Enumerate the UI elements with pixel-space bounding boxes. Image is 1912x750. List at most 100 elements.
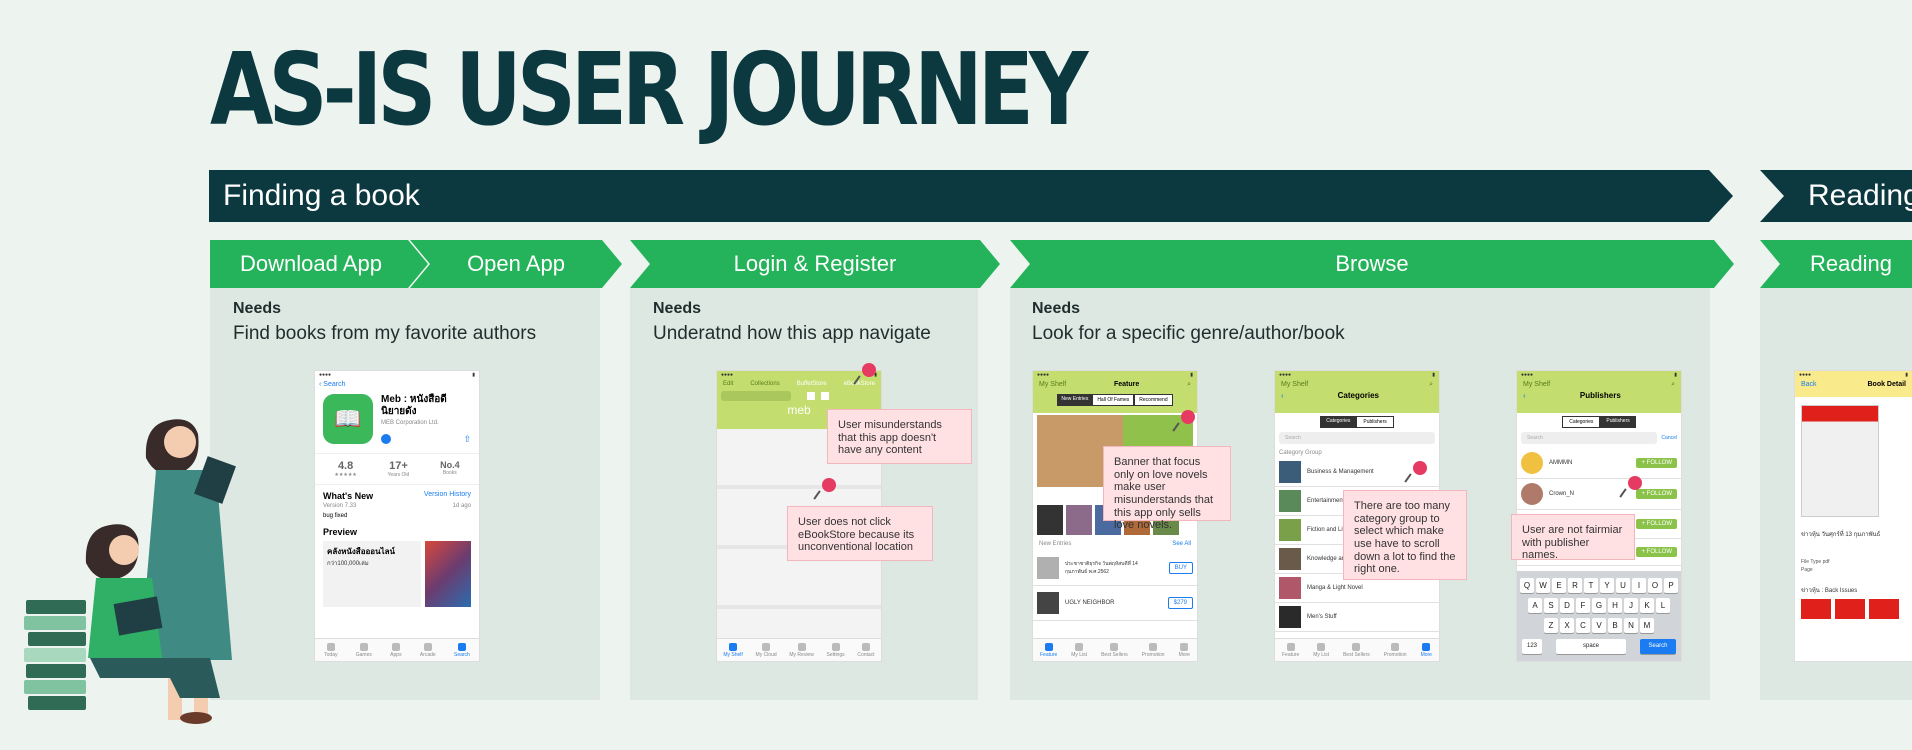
segment-categories[interactable]: Categories xyxy=(1562,416,1601,428)
search-icon[interactable]: ⌕ xyxy=(1187,381,1191,388)
back-icon[interactable]: ‹ xyxy=(1281,391,1284,400)
follow-button[interactable]: + FOLLOW xyxy=(1636,489,1677,499)
my-shelf-button[interactable]: My Shelf xyxy=(1523,381,1551,388)
follow-button[interactable]: + FOLLOW xyxy=(1636,458,1677,468)
key-l[interactable]: L xyxy=(1656,598,1670,613)
key-t[interactable]: T xyxy=(1584,578,1598,593)
key-s[interactable]: S xyxy=(1544,598,1558,613)
get-button[interactable] xyxy=(381,434,391,444)
price-button[interactable]: $279 xyxy=(1167,597,1193,609)
key-z[interactable]: Z xyxy=(1544,618,1558,633)
share-icon[interactable]: ⇧ xyxy=(463,434,471,444)
search-key[interactable]: Search xyxy=(1640,639,1676,654)
tab-more[interactable]: More xyxy=(1179,642,1190,658)
grid-icon[interactable] xyxy=(821,392,829,400)
tab-my-list[interactable]: My List xyxy=(1313,642,1329,658)
key-f[interactable]: F xyxy=(1576,598,1590,613)
release-notes: bug fixed xyxy=(323,513,348,519)
tab-search[interactable]: Search xyxy=(454,642,470,658)
tab-my-list[interactable]: My List xyxy=(1071,642,1087,658)
key-n[interactable]: N xyxy=(1624,618,1638,633)
key-y[interactable]: Y xyxy=(1600,578,1614,593)
search-input[interactable] xyxy=(721,391,791,401)
tab-apps[interactable]: Apps xyxy=(390,642,402,658)
tab-my-review[interactable]: My Review xyxy=(789,642,814,658)
tab-best-sellers[interactable]: Best Sellers xyxy=(1343,642,1370,658)
buy-button[interactable]: BUY xyxy=(1168,562,1193,574)
list-item[interactable]: Men's Stuff xyxy=(1275,603,1439,632)
tab-promotion[interactable]: Promotion xyxy=(1142,642,1165,658)
key-b[interactable]: B xyxy=(1608,618,1622,633)
key-r[interactable]: R xyxy=(1568,578,1582,593)
tab-games[interactable]: Games xyxy=(356,642,372,658)
key-u[interactable]: U xyxy=(1616,578,1630,593)
list-item[interactable]: Manga & Light Novel xyxy=(1275,574,1439,603)
tab-feature[interactable]: Feature xyxy=(1040,642,1057,658)
list-item[interactable]: + FOLLOW xyxy=(1517,539,1681,566)
ebookstore-button[interactable]: eBookStore xyxy=(843,381,875,387)
see-all-link[interactable]: See All xyxy=(1172,541,1191,547)
tab-today[interactable]: Today xyxy=(324,642,337,658)
key-p[interactable]: P xyxy=(1664,578,1678,593)
back-icon[interactable]: ‹ xyxy=(1523,391,1526,400)
key-i[interactable]: I xyxy=(1632,578,1646,593)
filter-icon[interactable] xyxy=(807,392,815,400)
key-v[interactable]: V xyxy=(1592,618,1606,633)
back-issue-thumb[interactable] xyxy=(1869,599,1899,619)
key-e[interactable]: E xyxy=(1552,578,1566,593)
tab-promotion[interactable]: Promotion xyxy=(1384,642,1407,658)
list-item[interactable]: Business & Management xyxy=(1275,458,1439,487)
key-w[interactable]: W xyxy=(1536,578,1550,593)
search-icon[interactable]: ⌕ xyxy=(1429,381,1433,388)
tab-my-cloud[interactable]: My Cloud xyxy=(756,642,777,658)
segment-categories[interactable]: Categories xyxy=(1320,416,1357,428)
tab-feature[interactable]: Feature xyxy=(1282,642,1299,658)
list-item[interactable]: ประชาชาติธุรกิจ วันพฤหัสบดีที่ 14 กุมภาพ… xyxy=(1033,551,1197,586)
buffetstore-button[interactable]: BuffetStore xyxy=(796,381,827,387)
follow-button[interactable]: + FOLLOW xyxy=(1636,519,1677,529)
version-history-link[interactable]: Version History xyxy=(423,491,471,498)
key-o[interactable]: O xyxy=(1648,578,1662,593)
tab-arcade[interactable]: Arcade xyxy=(420,642,436,658)
segment-new-entries[interactable]: New Entries xyxy=(1057,394,1093,406)
list-item[interactable]: AMMMN+ FOLLOW xyxy=(1517,448,1681,479)
search-input[interactable]: Search xyxy=(1521,432,1658,444)
tab-settings[interactable]: Settings xyxy=(827,642,845,658)
key-x[interactable]: X xyxy=(1560,618,1574,633)
numbers-key[interactable]: 123 xyxy=(1522,639,1542,654)
tab-best-sellers[interactable]: Best Sellers xyxy=(1101,642,1128,658)
collections-button[interactable]: Collections xyxy=(750,381,780,387)
back-button[interactable]: Back xyxy=(1801,381,1817,388)
search-input[interactable]: Search xyxy=(1279,432,1435,444)
needs-text: Find books from my favorite authors xyxy=(233,323,537,344)
follow-button[interactable]: + FOLLOW xyxy=(1636,547,1677,557)
key-q[interactable]: Q xyxy=(1520,578,1534,593)
segment-recommend[interactable]: Recommend xyxy=(1134,394,1173,406)
key-j[interactable]: J xyxy=(1624,598,1638,613)
key-m[interactable]: M xyxy=(1640,618,1654,633)
segment-publishers[interactable]: Publishers xyxy=(1356,416,1394,428)
back-link[interactable]: ‹ Search xyxy=(319,381,346,388)
space-key[interactable]: space xyxy=(1556,639,1626,654)
key-d[interactable]: D xyxy=(1560,598,1574,613)
segment-publishers[interactable]: Publishers xyxy=(1600,416,1636,428)
tab-more[interactable]: More xyxy=(1421,642,1432,658)
tab-contact[interactable]: Contact xyxy=(857,642,875,658)
cancel-button[interactable]: Cancel xyxy=(1661,435,1677,441)
list-item[interactable]: Crown_N+ FOLLOW xyxy=(1517,479,1681,510)
key-g[interactable]: G xyxy=(1592,598,1606,613)
key-k[interactable]: K xyxy=(1640,598,1654,613)
back-issue-thumb[interactable] xyxy=(1801,599,1831,619)
search-icon[interactable]: ⌕ xyxy=(1671,381,1675,388)
key-a[interactable]: A xyxy=(1528,598,1542,613)
key-c[interactable]: C xyxy=(1576,618,1590,633)
edit-button[interactable]: Edit xyxy=(723,381,734,387)
my-shelf-button[interactable]: My Shelf xyxy=(1039,381,1067,388)
segment-hall-of-fames[interactable]: Hall Of Fames xyxy=(1092,394,1135,406)
tab-my-shelf[interactable]: My Shelf xyxy=(723,642,743,658)
key-h[interactable]: H xyxy=(1608,598,1622,613)
my-shelf-button[interactable]: My Shelf xyxy=(1281,381,1309,388)
back-issue-thumb[interactable] xyxy=(1835,599,1865,619)
list-item[interactable]: UGLY NEIGHBOR $279 xyxy=(1033,586,1197,621)
book-cover[interactable] xyxy=(1801,405,1879,517)
